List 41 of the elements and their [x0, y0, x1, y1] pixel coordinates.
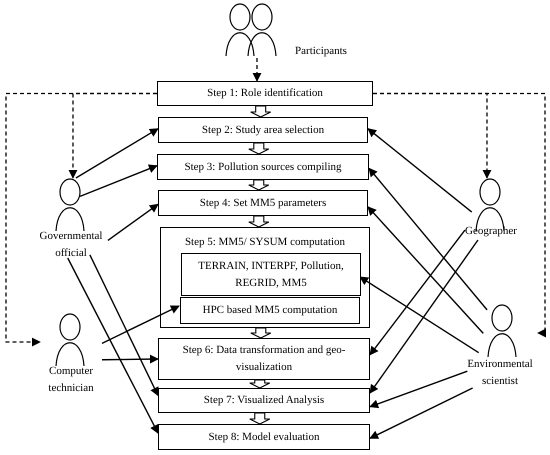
step-box: HPC based MM5 computation — [180, 297, 360, 324]
block-arrow — [248, 215, 270, 228]
arrow — [67, 258, 159, 434]
arrow — [80, 164, 158, 198]
arrow — [369, 240, 479, 394]
step-box: Step 1: Role identification — [157, 81, 373, 106]
arrow — [252, 58, 262, 82]
step-box: Step 8: Model evaluation — [158, 424, 370, 450]
step-group-box — [160, 227, 370, 328]
role-label: Geographer — [464, 224, 518, 239]
step-box: Step 2: Study area selection — [158, 117, 368, 143]
role-label: Participants — [294, 44, 348, 59]
step-box: Step 7: Visualized Analysis — [158, 388, 370, 413]
step-heading: Step 5: MM5/ SYSUM computation — [184, 235, 346, 250]
step-box: Step 3: Pollution sources compiling — [157, 154, 369, 180]
arrow — [369, 387, 473, 439]
step-box: Step 4: Set MM5 parameters — [158, 190, 368, 216]
arrow — [369, 230, 466, 356]
arrow — [102, 305, 180, 344]
role-label: Governmental official — [38, 229, 104, 261]
block-arrow — [249, 412, 270, 425]
arrow — [76, 128, 159, 179]
step-box: TERRAIN, INTERPF, Pollution, REGRID, MM5 — [181, 253, 361, 296]
role-label: Environmental scientist — [466, 357, 534, 389]
role-label: Computer technician — [47, 364, 95, 396]
arrow — [359, 276, 480, 354]
arrow — [367, 206, 484, 334]
arrow — [5, 92, 157, 347]
arrow — [368, 168, 488, 310]
block-arrow — [248, 179, 270, 191]
arrow — [373, 92, 546, 338]
arrow — [369, 370, 468, 408]
arrow — [108, 204, 159, 241]
arrow — [102, 354, 159, 364]
block-arrow — [249, 379, 270, 389]
block-arrow — [248, 142, 270, 155]
block-arrow — [250, 327, 272, 339]
block-arrow — [250, 105, 272, 118]
arrow — [89, 254, 159, 396]
arrow — [367, 128, 472, 213]
step-box: Step 6: Data transformation and geo-visualization — [158, 338, 370, 380]
